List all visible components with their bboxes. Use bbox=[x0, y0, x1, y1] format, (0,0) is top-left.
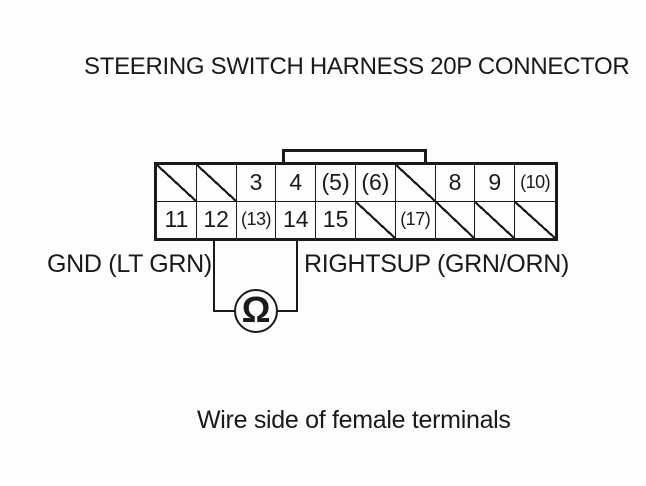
pin-cell-12: 12 bbox=[197, 201, 237, 238]
pin-cell-20 bbox=[515, 201, 555, 238]
pin-cell-6: (6) bbox=[355, 165, 396, 202]
pin-cell-8: 8 bbox=[435, 165, 476, 202]
connector-body: 3 4 (5) (6) 8 9 (10) 11 12 (13) 14 15 (1… bbox=[154, 162, 558, 241]
pin-cell-17: (17) bbox=[396, 201, 436, 238]
pin-cell-7 bbox=[395, 165, 436, 202]
pin-cell-11: 11 bbox=[157, 201, 197, 238]
test-lead-pin14 bbox=[296, 240, 298, 312]
diagram-caption: Wire side of female terminals bbox=[197, 406, 511, 434]
test-lead-pin14-stub bbox=[275, 310, 298, 312]
ohmmeter-circle: Ω bbox=[234, 289, 278, 333]
pin-cell-1 bbox=[157, 165, 197, 202]
pin-cell-16 bbox=[355, 201, 396, 238]
pin-cell-15: 15 bbox=[316, 201, 356, 238]
pin-cell-5: (5) bbox=[316, 165, 356, 202]
pin-cell-4: 4 bbox=[276, 165, 317, 202]
page-title: STEERING SWITCH HARNESS 20P CONNECTOR bbox=[84, 53, 630, 80]
pin-cell-3: 3 bbox=[236, 165, 277, 202]
wire-label-gnd: GND (LT GRN) bbox=[47, 250, 212, 278]
pin-cell-9: 9 bbox=[475, 165, 516, 202]
pin-cell-2 bbox=[196, 165, 237, 202]
pin-cell-10: (10) bbox=[515, 165, 555, 202]
pin-cell-14: 14 bbox=[276, 201, 317, 238]
pin-cell-18 bbox=[435, 201, 476, 238]
ohm-symbol-icon: Ω bbox=[241, 288, 271, 330]
pin-cell-13: (13) bbox=[237, 201, 277, 238]
pin-cell-19 bbox=[475, 201, 516, 238]
test-lead-pin12 bbox=[213, 240, 215, 312]
wire-label-rightsup: RIGHTSUP (GRN/ORN) bbox=[304, 250, 569, 278]
test-lead-pin12-stub bbox=[213, 310, 237, 312]
